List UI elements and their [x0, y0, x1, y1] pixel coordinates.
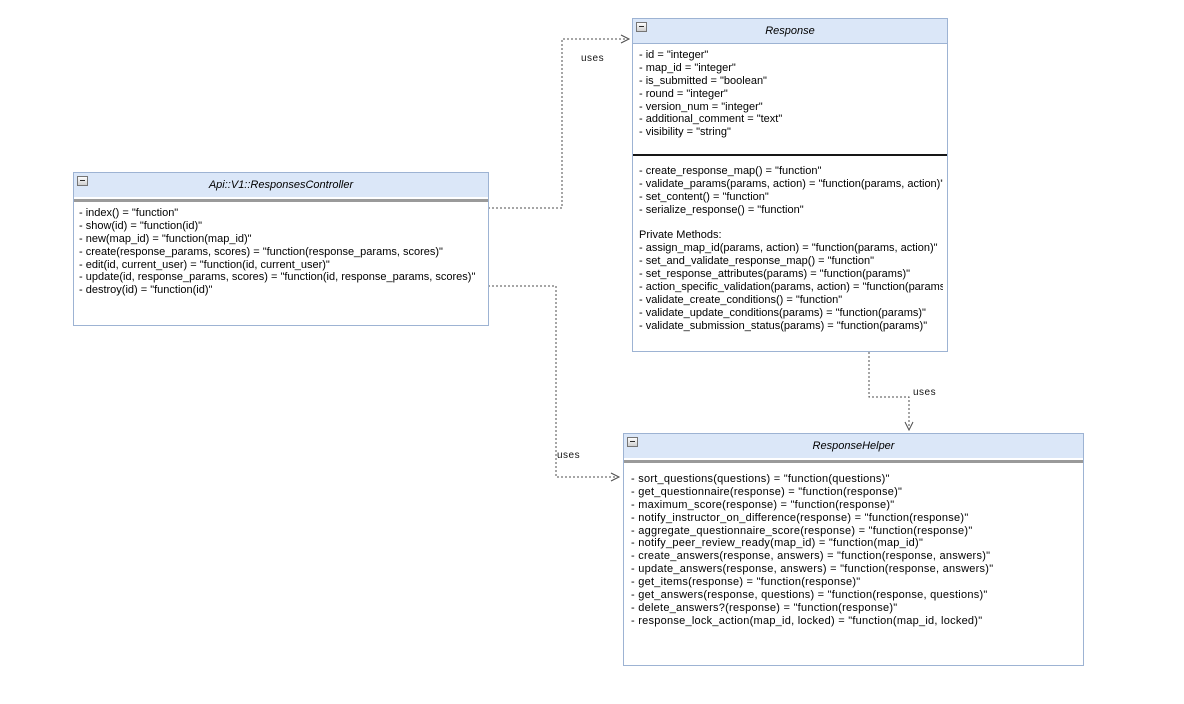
private-method-list: - assign_map_id(params, action) = "funct… [639, 242, 943, 332]
method-list: - sort_questions(questions) = "function(… [624, 463, 1083, 628]
collapse-icon[interactable] [636, 22, 647, 32]
method-line: - create_answers(response, answers) = "f… [631, 550, 991, 563]
class-box-response-helper: ResponseHelper - sort_questions(question… [623, 433, 1084, 666]
class-box-responses-controller: Api::V1::ResponsesController - index() =… [73, 172, 489, 326]
method-line: - notify_instructor_on_difference(respon… [631, 511, 969, 524]
class-title: Response [765, 25, 815, 37]
method-line: - get_items(response) = "function(respon… [631, 576, 861, 589]
arrowhead-response-to-helper [904, 421, 914, 432]
method-line: - update(id, response_params, scores) = … [79, 271, 476, 284]
method-compartment: - create_response_map() = "function"- va… [633, 156, 947, 333]
connector-label-uses-3: uses [913, 387, 937, 398]
method-line: - sort_questions(questions) = "function(… [631, 473, 890, 485]
class-title: ResponseHelper [812, 440, 895, 452]
method-line: - assign_map_id(params, action) = "funct… [639, 242, 938, 255]
attribute-list: - id = "integer"- map_id = "integer"- is… [633, 44, 947, 154]
method-line: - set_and_validate_response_map() = "fun… [639, 255, 874, 268]
class-title: Api::V1::ResponsesController [208, 179, 354, 191]
attribute-line: - id = "integer" [639, 49, 709, 61]
connector-controller-to-response [488, 38, 625, 209]
collapse-icon[interactable] [627, 437, 638, 447]
attribute-line: - map_id = "integer" [639, 61, 736, 74]
attribute-line: - additional_comment = "text" [639, 113, 783, 126]
blank-line [639, 217, 943, 230]
method-line: - notify_peer_review_ready(map_id) = "fu… [631, 537, 924, 550]
class-box-response: Response - id = "integer"- map_id = "int… [632, 18, 948, 352]
method-line: - get_questionnaire(response) = "functio… [631, 485, 903, 498]
method-line: - maximum_score(response) = "function(re… [631, 498, 895, 511]
connector-label-uses-2: uses [557, 450, 581, 461]
method-line: - set_content() = "function" [639, 190, 769, 203]
method-line: - edit(id, current_user) = "function(id,… [79, 258, 330, 271]
attribute-line: - round = "integer" [639, 87, 728, 100]
class-header-response: Response [633, 19, 947, 44]
method-line: - index() = "function" [79, 207, 179, 219]
method-line: - create_response_map() = "function" [639, 165, 822, 177]
method-line: - validate_params(params, action) = "fun… [639, 177, 943, 190]
connector-label-uses-1: uses [581, 53, 605, 64]
class-header-response-helper: ResponseHelper [624, 434, 1083, 458]
method-line: - response_lock_action(map_id, locked) =… [631, 614, 983, 627]
arrowhead-controller-to-helper [610, 472, 621, 482]
arrowhead-controller-to-response [620, 34, 631, 44]
method-line: - show(id) = "function(id)" [79, 219, 203, 232]
connector-response-to-helper [868, 352, 910, 426]
collapse-icon[interactable] [77, 176, 88, 186]
method-line: - serialize_response() = "function" [639, 203, 804, 216]
connector-controller-to-helper [488, 285, 615, 478]
method-line: - validate_update_conditions(params) = "… [639, 306, 926, 319]
method-line: - aggregate_questionnaire_score(response… [631, 524, 973, 537]
class-header-responses-controller: Api::V1::ResponsesController [74, 173, 488, 197]
header-separator [624, 460, 1083, 463]
method-line: - validate_submission_status(params) = "… [639, 319, 928, 332]
compartment-separator [633, 154, 947, 156]
attribute-line: - visibility = "string" [639, 126, 731, 139]
attribute-line: - is_submitted = "boolean" [639, 74, 767, 87]
method-line: - delete_answers?(response) = "function(… [631, 601, 898, 614]
method-line: - destroy(id) = "function(id)" [79, 284, 213, 297]
method-line: - create(response_params, scores) = "fun… [79, 245, 443, 258]
attribute-line: - version_num = "integer" [639, 100, 763, 113]
method-line: - action_specific_validation(params, act… [639, 281, 943, 294]
header-separator [74, 199, 488, 202]
method-list: - index() = "function"- show(id) = "func… [74, 202, 488, 297]
method-line: - validate_create_conditions() = "functi… [639, 293, 843, 306]
method-line: - set_response_attributes(params) = "fun… [639, 268, 911, 281]
method-line: - update_answers(response, answers) = "f… [631, 563, 994, 576]
public-method-list: - create_response_map() = "function"- va… [639, 165, 943, 217]
method-line: - get_answers(response, questions) = "fu… [631, 589, 988, 602]
method-line: - new(map_id) = "function(map_id)" [79, 232, 252, 245]
private-methods-label: Private Methods: [639, 229, 722, 242]
